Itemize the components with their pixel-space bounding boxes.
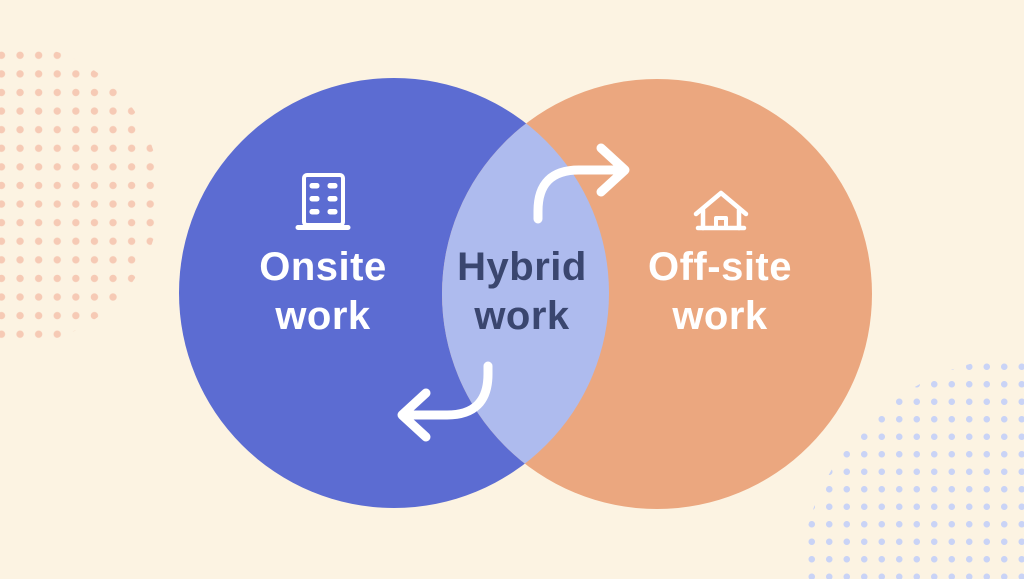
office-building-icon — [295, 173, 351, 230]
onsite-label-line2: work — [275, 294, 371, 338]
hybrid-label-line2: work — [474, 294, 570, 338]
hybrid-overlap-lens — [442, 79, 609, 508]
curved-arrow-right-icon — [533, 143, 630, 224]
hybrid-work-label: Hybrid work — [457, 243, 587, 341]
onsite-label-line1: Onsite — [259, 245, 387, 289]
offsite-label-line2: work — [672, 294, 768, 338]
offsite-work-label: Off-site work — [648, 243, 792, 341]
home-icon — [693, 190, 749, 231]
onsite-work-label: Onsite work — [259, 243, 386, 341]
curved-arrow-left-icon — [397, 361, 493, 442]
offsite-label-line1: Off-site — [648, 245, 792, 289]
hybrid-label-line1: Hybrid — [457, 245, 587, 289]
